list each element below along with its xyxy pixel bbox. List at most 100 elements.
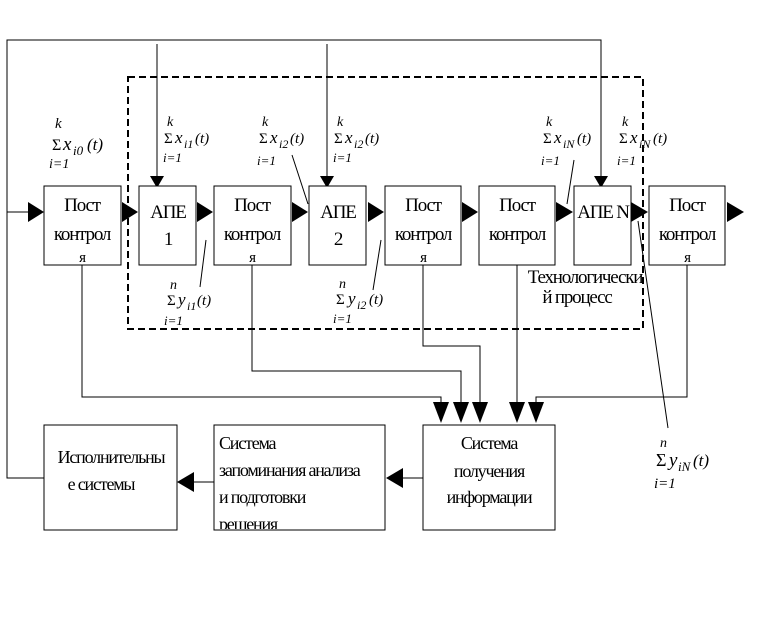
store-l2: запоминания анализа [219, 460, 361, 480]
svg-text:i2: i2 [357, 298, 366, 312]
svg-text:i2: i2 [354, 137, 363, 151]
arrow-to-storage [386, 468, 403, 488]
svg-text:iN: iN [563, 137, 575, 151]
post4-l1: Пост [499, 195, 537, 216]
recv-arrow-5 [528, 402, 544, 423]
svg-text:x: x [62, 134, 72, 155]
post1-l2: контрол [54, 224, 112, 245]
svg-text:k: k [55, 116, 62, 132]
formula-x-i0: k Σ x i0 (t) i=1 [49, 116, 103, 172]
svg-text:i=1: i=1 [163, 150, 182, 165]
svg-text:Σ: Σ [167, 293, 176, 309]
svg-text:Σ: Σ [52, 137, 61, 154]
svg-text:(t): (t) [369, 292, 383, 308]
formula-x-i2-a: k Σ x i2 (t) i=1 [257, 115, 304, 168]
recv-arrow-2 [453, 402, 469, 423]
svg-text:i1: i1 [184, 137, 193, 151]
svg-text:Σ: Σ [336, 292, 345, 308]
svg-text:k: k [622, 115, 629, 130]
svg-text:x: x [344, 128, 353, 147]
svg-text:i=1: i=1 [654, 476, 676, 492]
svg-text:i=1: i=1 [333, 150, 352, 165]
formula-x-i2-b: k Σ x i2 (t) i=1 [333, 115, 379, 165]
chain-arrow-7 [631, 202, 648, 222]
executive-system [43, 424, 178, 531]
post2-l1: Пост [234, 195, 272, 216]
chain-arrow-5 [462, 202, 478, 222]
svg-text:k: k [337, 115, 344, 130]
input-arrow-left [28, 202, 44, 222]
svg-text:Σ: Σ [334, 131, 343, 147]
chain-arrow-2 [197, 202, 213, 222]
svg-text:x: x [553, 128, 562, 147]
svg-text:k: k [262, 115, 269, 130]
svg-text:i=1: i=1 [617, 153, 636, 168]
ape2-l1: АПЕ [320, 202, 356, 223]
ape-n [573, 185, 632, 266]
svg-text:y: y [667, 450, 678, 471]
svg-text:k: k [546, 115, 553, 130]
output-arrow-right [727, 202, 744, 222]
recv-l1: Система [461, 433, 519, 453]
svg-text:Σ: Σ [619, 131, 628, 147]
post4-l2: контрол [489, 224, 547, 245]
svg-text:x: x [174, 128, 183, 147]
svg-text:i=1: i=1 [49, 157, 69, 172]
ape1-l1: АПЕ [150, 202, 186, 223]
svg-text:(t): (t) [87, 135, 103, 154]
tech-process-l2: й процесс [542, 287, 612, 308]
formula-x-iN-b: k Σ x iN (t) i=1 [617, 115, 667, 168]
chain-arrow-3 [292, 202, 308, 222]
ape-2 [308, 185, 367, 266]
ape-1 [138, 185, 197, 266]
post-control-5 [648, 185, 726, 266]
post3-l3: я [420, 250, 427, 266]
post-control-2 [213, 185, 292, 266]
feedback-line [6, 39, 602, 479]
arrow-to-executive [177, 472, 194, 492]
svg-text:(t): (t) [365, 131, 379, 147]
post5-l2: контрол [659, 224, 717, 245]
svg-text:y: y [176, 290, 186, 309]
post2-l3: я [249, 250, 256, 266]
svg-text:Σ: Σ [164, 131, 173, 147]
svg-text:i=1: i=1 [333, 311, 352, 326]
post1-l1: Пост [64, 195, 102, 216]
recv-l2: получения [454, 461, 525, 481]
svg-text:(t): (t) [290, 131, 304, 147]
chain-arrow-6 [556, 202, 573, 222]
tech-process-boundary [127, 76, 644, 330]
feedback-arrow-apeN [594, 176, 608, 188]
post3-l1: Пост [405, 195, 443, 216]
input-arrow-ape1 [150, 176, 164, 188]
svg-text:i1: i1 [187, 299, 196, 313]
formula-y-i1: n Σ y i1 (t) i=1 [164, 278, 211, 328]
svg-text:(t): (t) [577, 131, 591, 147]
svg-text:i=1: i=1 [541, 153, 560, 168]
post-control-4 [478, 185, 556, 266]
svg-text:y: y [346, 289, 356, 308]
svg-text:(t): (t) [195, 131, 209, 147]
post5-l3: я [684, 250, 691, 266]
store-l4: решения [219, 514, 278, 534]
svg-text:i=1: i=1 [257, 153, 276, 168]
formula-y-i2: n Σ y i2 (t) i=1 [333, 277, 383, 326]
svg-text:Σ: Σ [656, 450, 666, 470]
svg-text:n: n [660, 436, 667, 451]
formula-x-i1: k Σ x i1 (t) i=1 [163, 115, 209, 165]
store-l3: и подготовки [219, 487, 307, 507]
chain-arrow-4 [368, 202, 384, 222]
svg-text:iN: iN [639, 137, 651, 151]
post3-l2: контрол [395, 224, 453, 245]
svg-text:iN: iN [678, 459, 692, 474]
svg-text:n: n [339, 277, 346, 292]
post5-l1: Пост [669, 195, 707, 216]
svg-text:x: x [269, 128, 278, 147]
formula-y-iN: n Σ y iN (t) i=1 [654, 436, 709, 492]
svg-text:(t): (t) [653, 131, 667, 147]
storage-system [213, 424, 386, 531]
svg-text:Σ: Σ [543, 131, 552, 147]
recv-arrow-3 [472, 402, 488, 423]
input-arrow-ape2 [320, 176, 334, 188]
